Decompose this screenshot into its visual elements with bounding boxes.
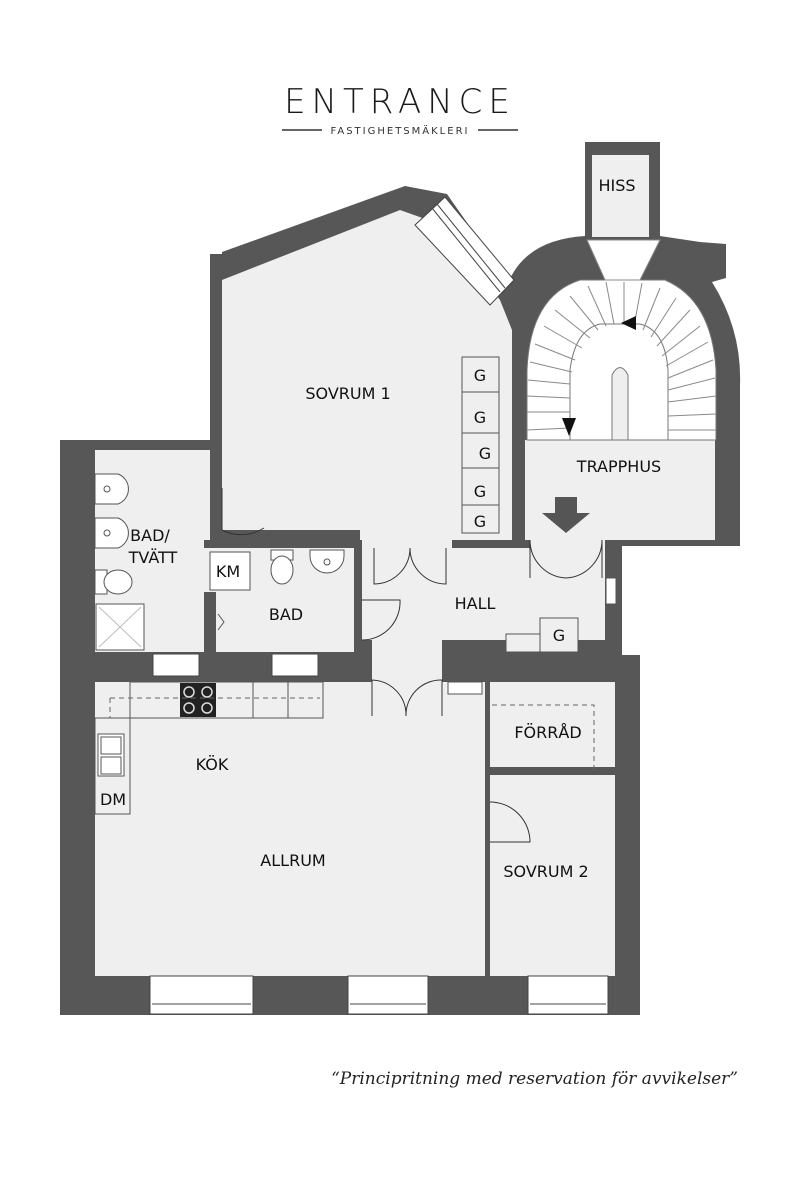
floor-sovrum2 — [490, 775, 615, 976]
entrance-arrow-icon — [542, 497, 590, 533]
brand-name: ENTRANCE — [284, 82, 516, 122]
door-sovrum2 — [489, 801, 531, 843]
stair-arrow-up-icon — [621, 316, 636, 330]
hiss-opening — [586, 239, 661, 281]
bathroom-fixtures — [94, 473, 345, 651]
window-allrum-2 — [347, 975, 429, 1015]
dm-label: DM — [100, 790, 126, 809]
window-bad-tvatt — [152, 653, 200, 677]
hall-shelf-2 — [447, 681, 483, 695]
door-entrance-left — [529, 539, 567, 579]
stair-center — [611, 367, 629, 441]
room-labels: SOVRUM 1 HISS TRAPPHUS BAD/ TVÄTT BAD HA… — [128, 176, 662, 881]
label-bad-tvatt-2: TVÄTT — [128, 548, 178, 567]
stair-treads — [526, 281, 717, 431]
km-label: KM — [216, 562, 240, 581]
forrad-dashed-line — [492, 704, 595, 770]
door-bad-tvatt — [221, 488, 265, 536]
label-sovrum1: SOVRUM 1 — [305, 384, 390, 403]
wardrobe-g-4: G — [474, 482, 486, 501]
wall-forrad-bottom — [538, 767, 615, 773]
window-allrum-1 — [149, 975, 254, 1015]
wall-km-top — [204, 540, 362, 548]
sink-icon — [97, 733, 125, 777]
door-entrance-right — [565, 539, 603, 579]
wardrobe-g-1: G — [474, 366, 486, 385]
label-trapphus: TRAPPHUS — [576, 457, 661, 476]
wall-hall-bottom — [442, 656, 622, 682]
label-allrum: ALLRUM — [260, 851, 325, 870]
floor-hall-passage — [372, 640, 442, 684]
floor-hiss — [592, 155, 649, 237]
shower-head-icon — [217, 613, 225, 631]
wall-allrum-sovrum2-lower — [485, 840, 490, 980]
wall-kitchen-top — [60, 652, 372, 682]
label-hall: HALL — [455, 594, 496, 613]
doors — [221, 488, 603, 843]
wardrobe-g-2: G — [474, 408, 486, 427]
label-kok: KÖK — [196, 755, 229, 774]
label-bad: BAD — [269, 605, 303, 624]
label-sovrum2: SOVRUM 2 — [503, 862, 588, 881]
wardrobe-column — [461, 356, 500, 534]
windows — [149, 196, 609, 1015]
km-box — [209, 551, 251, 591]
hall-shelf — [505, 633, 541, 653]
wardrobe-g-hall: G — [553, 626, 565, 645]
label-hiss: HISS — [598, 176, 635, 195]
disclaimer: “Principritning med reservation för avvi… — [331, 1069, 738, 1089]
wall-bad-tvatt-right-lower — [204, 592, 216, 652]
floor-trapphus — [525, 440, 715, 540]
door-hall-kok-left — [371, 679, 407, 717]
window-sovrum2 — [527, 975, 609, 1015]
wall-bad-hall — [354, 548, 362, 652]
washbasin-icon-2 — [94, 517, 129, 549]
kitchen-counter — [129, 681, 324, 719]
spiral-staircase — [526, 239, 717, 441]
wardrobe-g-5: G — [474, 512, 486, 531]
brand-tagline: FASTIGHETSMÄKLERI — [331, 124, 470, 137]
hall-radiator — [605, 577, 617, 605]
wardrobe-hall — [539, 617, 579, 653]
stair-arrow-down-icon — [562, 418, 576, 436]
wall-allrum-sovrum2 — [485, 682, 490, 802]
kitchen-fixtures: DM — [94, 681, 324, 815]
logo: ENTRANCE FASTIGHETSMÄKLERI — [282, 82, 518, 137]
door-hall-kok-right — [405, 679, 443, 717]
door-bad — [361, 599, 401, 641]
wardrobes: G G G G G G — [447, 356, 617, 695]
floor-kok-allrum — [95, 682, 485, 976]
label-bad-tvatt-1: BAD/ — [130, 526, 170, 545]
door-sovrum1-hall-left — [373, 547, 411, 585]
wardrobe-g-3: G — [479, 444, 491, 463]
floor-sovrum1 — [222, 210, 512, 548]
door-sovrum1-hall-right — [409, 547, 447, 585]
wall-sovrum1-trapphus — [512, 330, 525, 546]
wall-bad-tvatt-right — [210, 445, 222, 491]
interior-walls — [60, 330, 622, 980]
label-forrad: FÖRRÅD — [514, 723, 581, 742]
window-bad — [271, 653, 319, 677]
washbasin-icon — [94, 473, 129, 505]
